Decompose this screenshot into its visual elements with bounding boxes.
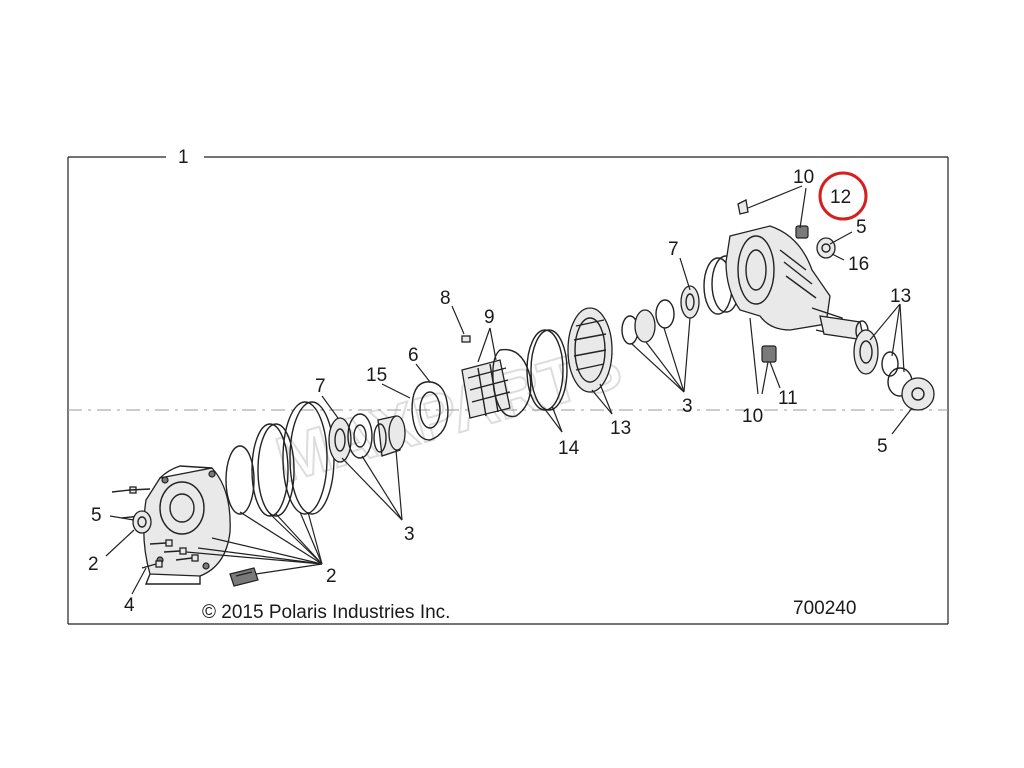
bearing-pair-3-part [621,299,675,345]
callout-10-bottom: 10 [742,406,763,427]
seal-top-5-part [816,237,836,259]
highlight-circle [818,171,868,221]
clip-part [229,567,259,587]
seal-left-part [132,510,152,534]
leader-lines [105,185,913,595]
callout-5-top: 5 [856,217,867,238]
gearcase-housing-part [725,225,843,337]
callout-labels: 1 10 12 5 16 13 7 8 9 6 15 7 3 13 14 11 … [88,147,911,616]
copyright-text: © 2015 Polaris Industries Inc. [202,602,450,623]
armature-plate-6-part [411,381,449,441]
callout-5-left: 5 [91,505,102,526]
callout-1: 1 [178,147,189,168]
callout-12: 12 [830,187,851,208]
callout-2-bottom: 2 [326,566,337,587]
callout-11: 11 [778,388,798,409]
coil-plate-part [492,348,532,418]
callout-15: 15 [366,365,387,386]
plug-11-part [761,345,777,363]
breather-10-part [737,199,749,215]
callout-3-right: 3 [682,396,693,417]
callout-9: 9 [484,307,495,328]
bearing-7-left-part [328,417,352,463]
callout-6: 6 [408,345,419,366]
callout-16: 16 [848,254,869,275]
callout-7-left: 7 [315,376,326,397]
vent-12-part [795,225,809,239]
callout-3-mid: 3 [404,524,415,545]
thrust-washer-part [347,413,373,459]
callout-13-mid: 13 [610,418,631,439]
pinion-bearing-13-part [853,329,899,377]
callout-7-right: 7 [668,239,679,260]
bearing-7-right-part [680,285,700,319]
roller-cage-9-part [461,359,511,419]
pin-8-part [461,335,471,343]
callout-5-right: 5 [877,436,888,457]
ring-gear-13-part [567,307,613,393]
callout-10-top: 10 [793,167,814,188]
seal-right-5-part [901,377,935,411]
callout-2-left: 2 [88,554,99,575]
callout-14: 14 [558,438,580,459]
callout-8: 8 [440,288,451,309]
callout-13-right: 13 [890,286,911,307]
callout-4: 4 [124,595,135,616]
hub-gear-15-part [373,415,406,457]
diagram-frame [67,156,949,625]
diagram-number: 700240 [793,598,856,619]
